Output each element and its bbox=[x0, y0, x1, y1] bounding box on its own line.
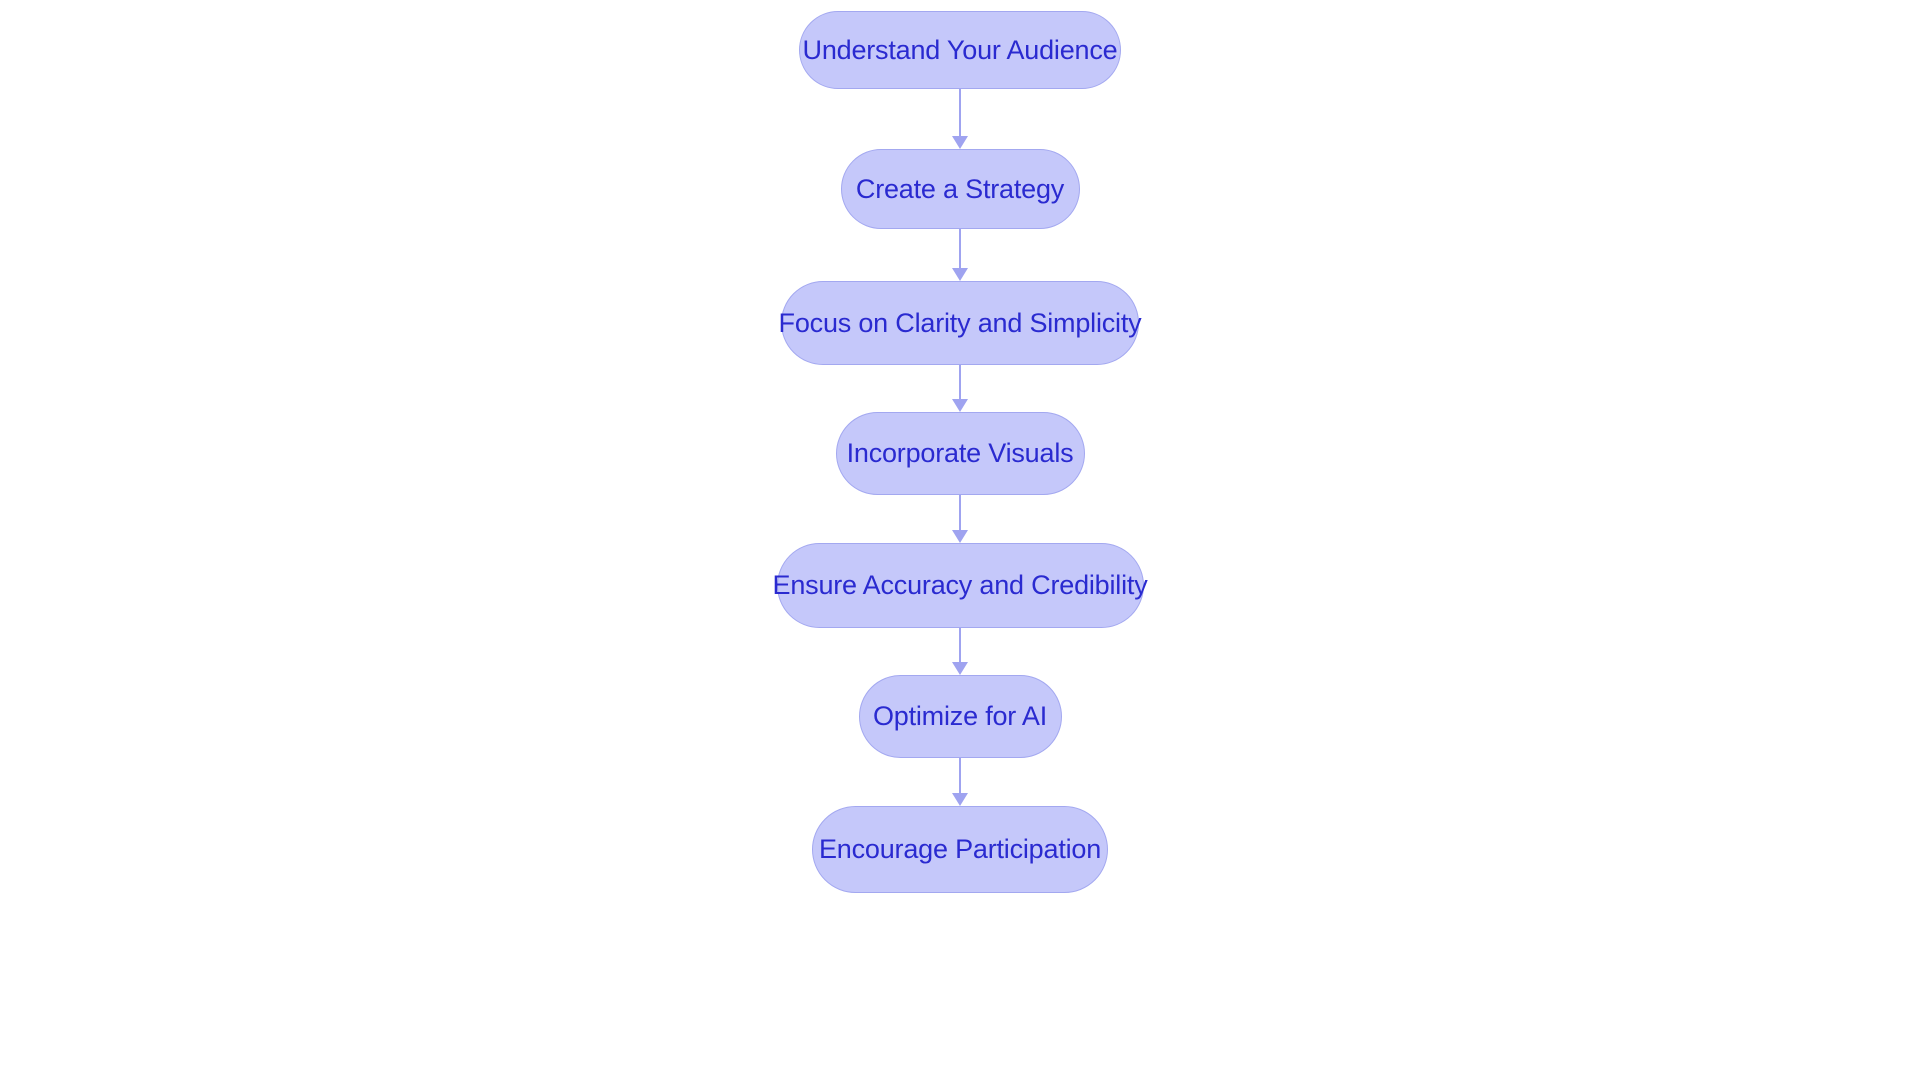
arrowhead-down-icon bbox=[952, 530, 968, 543]
flow-node-understand-your-audience[interactable]: Understand Your Audience bbox=[799, 11, 1121, 89]
flow-node-incorporate-visuals[interactable]: Incorporate Visuals bbox=[835, 412, 1085, 495]
flow-node-focus-on-clarity-and-simplicity[interactable]: Focus on Clarity and Simplicity bbox=[779, 281, 1142, 365]
flow-node-label: Optimize for AI bbox=[872, 701, 1048, 731]
flow-connector-4 bbox=[947, 495, 973, 543]
flow-node-ensure-accuracy-and-credibility[interactable]: Ensure Accuracy and Credibility bbox=[773, 543, 1148, 628]
flow-connector-2 bbox=[947, 229, 973, 281]
arrowhead-down-icon bbox=[952, 399, 968, 412]
flow-node-label: Focus on Clarity and Simplicity bbox=[778, 307, 1142, 338]
connector-line bbox=[959, 495, 961, 531]
arrowhead-down-icon bbox=[952, 136, 968, 149]
top-spacer bbox=[960, 0, 961, 11]
arrowhead-down-icon bbox=[952, 268, 968, 281]
flow-connector-5 bbox=[947, 628, 973, 675]
flow-node-optimize-for-ai[interactable]: Optimize for AI bbox=[858, 675, 1062, 758]
arrowhead-down-icon bbox=[952, 662, 968, 675]
flow-node-encourage-participation[interactable]: Encourage Participation bbox=[812, 806, 1108, 893]
flow-node-label: Ensure Accuracy and Credibility bbox=[772, 570, 1148, 600]
flow-node-label: Incorporate Visuals bbox=[846, 438, 1074, 468]
connector-line bbox=[959, 365, 961, 400]
connector-line bbox=[959, 229, 961, 269]
flow-connector-1 bbox=[947, 89, 973, 149]
connector-line bbox=[959, 758, 961, 794]
flow-node-create-a-strategy[interactable]: Create a Strategy bbox=[840, 149, 1080, 229]
flow-connector-6 bbox=[947, 758, 973, 806]
flow-node-label: Create a Strategy bbox=[855, 173, 1065, 204]
flow-connector-3 bbox=[947, 365, 973, 412]
flow-node-label: Encourage Participation bbox=[818, 834, 1102, 864]
flow-node-label: Understand Your Audience bbox=[802, 34, 1118, 65]
connector-line bbox=[959, 89, 961, 137]
arrowhead-down-icon bbox=[952, 793, 968, 806]
connector-line bbox=[959, 628, 961, 663]
